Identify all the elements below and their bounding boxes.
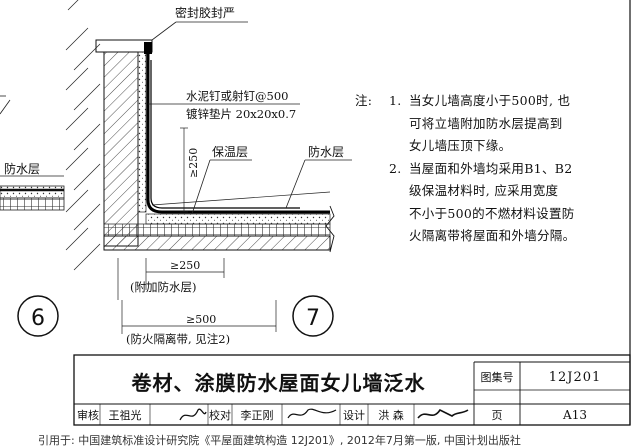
- parapet-wall: [103, 45, 139, 247]
- label-additional-waterproof: (附加防水层): [130, 280, 196, 294]
- label-waterproof-left: 防水层: [4, 161, 40, 176]
- wall-insulation: [137, 51, 147, 213]
- detail-6-wall-hatch: [65, 0, 89, 251]
- dim-250-vertical: ≥250: [187, 148, 200, 178]
- label-fire-barrier: (防火隔离带, 见注2): [126, 332, 230, 346]
- checker-name: 李正刚: [240, 408, 274, 422]
- label-insulation: 保温层: [212, 145, 248, 159]
- note-2: 2. 当屋面和外墙均采用B1、B2 级保温材料时, 应采用宽度 不小于500的不…: [355, 158, 617, 248]
- dim-500: ≥500: [186, 313, 216, 326]
- waterproof-membrane: [146, 52, 330, 214]
- roof-slab: [103, 235, 331, 251]
- note-2-line: 当屋面和外墙均采用B1、B2: [409, 160, 573, 176]
- note-2-line: 不小于500的不燃材料设置防: [409, 205, 575, 221]
- check-label: 校对: [209, 408, 231, 422]
- atlas-number: 12J201: [548, 369, 602, 385]
- note-1-line: 女儿墙压顶下缘。: [409, 138, 512, 153]
- note-2-number: 2.: [389, 160, 402, 176]
- sealant-bead: [144, 42, 152, 54]
- label-nail-line2: 镀锌垫片 20x20x0.7: [186, 107, 296, 121]
- detail-6-number: 6: [31, 306, 45, 331]
- note-1-line: 可将立墙附加防水层提高到: [409, 115, 563, 131]
- designer-name: 洪 森: [378, 408, 404, 422]
- dim-250-bottom: ≥250: [170, 259, 200, 272]
- break-line-right: [325, 205, 335, 253]
- reviewer-name: 王祖光: [108, 408, 142, 422]
- detail-6-circle: [17, 295, 59, 337]
- roof-screed: [103, 223, 331, 237]
- detail-7-number: 7: [306, 306, 320, 331]
- detail-7: [73, 21, 352, 337]
- review-label: 审核: [77, 408, 99, 422]
- label-nail-line1: 水泥钉或射钉@500: [186, 89, 288, 103]
- design-label: 设计: [343, 408, 365, 422]
- label-sealant: 密封胶封严: [175, 5, 235, 20]
- note-2-line: 级保温材料时, 应采用宽度: [409, 183, 559, 198]
- page-label: 页: [491, 408, 503, 422]
- drawing-title: 卷材、涂膜防水屋面女儿墙泛水: [131, 370, 426, 395]
- note-1-number: 1.: [389, 93, 402, 108]
- signature-checker-mark: [287, 408, 337, 419]
- additional-membrane: [150, 60, 300, 209]
- notes-heading: 注:: [355, 93, 373, 108]
- slope-line: [151, 191, 331, 206]
- note-2-line: 火隔离带将屋面和外墙分隔。: [409, 228, 576, 243]
- note-1-line: 当女儿墙高度小于500时, 也: [409, 93, 571, 108]
- detail-7-circle: [292, 295, 334, 337]
- page-number: A13: [563, 407, 587, 422]
- detail-6-fragment: [0, 0, 89, 337]
- roof-insulation: [145, 213, 331, 225]
- source-footer: 引用于: 中国建筑标准设计研究院《平屋面建筑构造 12J201》, 2012年7…: [38, 434, 521, 446]
- notes-panel: 注: 1. 当女儿墙高度小于500时, 也 可将立墙附加防水层提高到 女儿墙压顶…: [355, 90, 617, 248]
- outer-wall-hatch: [73, 43, 101, 271]
- note-1: 注: 1. 当女儿墙高度小于500时, 也 可将立墙附加防水层提高到 女儿墙压顶…: [355, 90, 617, 158]
- parapet-coping: [95, 39, 153, 53]
- detail-6-insulation: [0, 185, 65, 199]
- detail-6-slab-top: [0, 197, 65, 211]
- signature-reviewer-mark: [179, 408, 207, 421]
- label-waterproof-right: 防水层: [308, 144, 344, 159]
- signature-designer-mark: [417, 408, 469, 419]
- title-block-frame: [73, 354, 631, 426]
- atlas-label: 图集号: [480, 371, 514, 384]
